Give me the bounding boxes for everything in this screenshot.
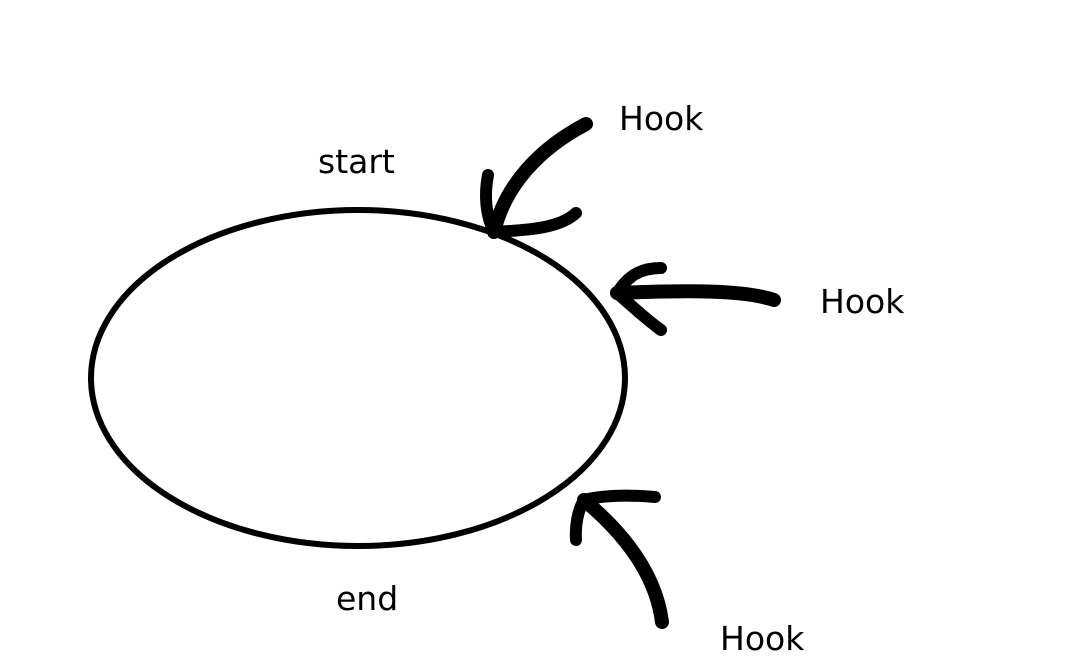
hook-arrow-bottom-head-left [569, 494, 590, 546]
hook-arrow-bottom [569, 489, 669, 629]
hook-arrow-right-head-bottom [611, 287, 667, 336]
hook-arrow-top-shaft [487, 117, 593, 239]
hook-arrow-top [480, 117, 593, 239]
hook-arrow-top-head-left [480, 169, 500, 238]
hook-label-bottom: Hook [720, 619, 805, 658]
end-label: end [336, 579, 399, 618]
hook-arrow-bottom-head-top [578, 489, 661, 506]
start-label: start [318, 142, 395, 181]
hook-label-top: Hook [619, 99, 704, 138]
hook-arrow-bottom-shaft [577, 493, 669, 629]
hook-arrow-right [610, 262, 781, 336]
hook-arrow-top-head-right [488, 207, 582, 238]
hook-label-right: Hook [820, 282, 905, 321]
hook-arrow-right-shaft [610, 284, 781, 307]
lifecycle-ellipse [88, 207, 628, 549]
